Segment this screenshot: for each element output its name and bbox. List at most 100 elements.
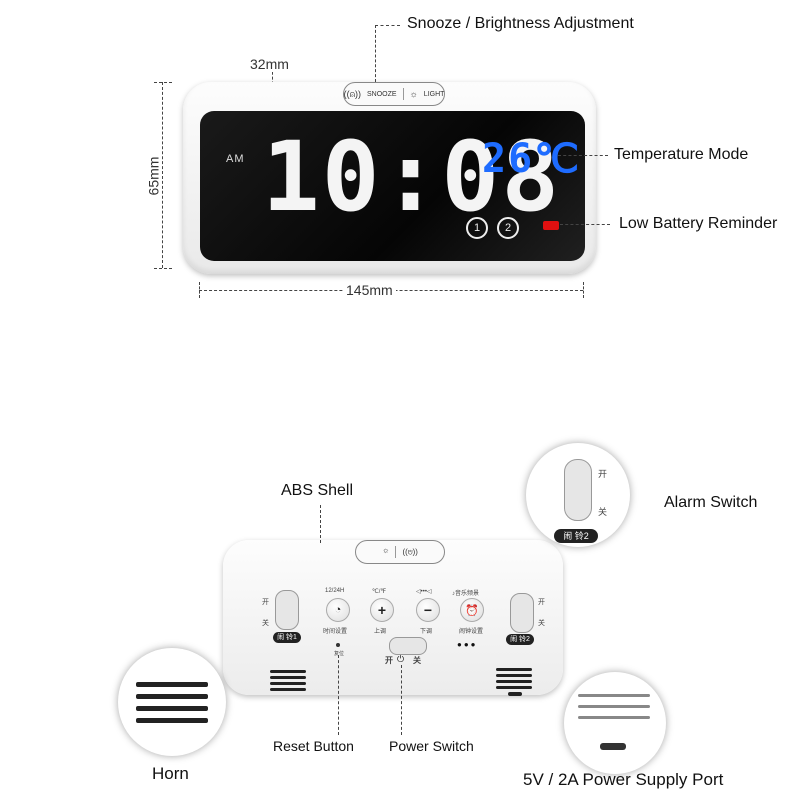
indicator-dots: ●●● bbox=[457, 640, 478, 649]
alarm-switch-zoom: 开 关 闹 铃2 bbox=[526, 443, 630, 547]
power-icon: ⏻ bbox=[397, 654, 405, 664]
snooze-label: SNOOZE bbox=[366, 90, 397, 98]
grille-slot bbox=[496, 668, 532, 671]
width-dim-tick-right bbox=[583, 282, 584, 298]
btn-alarm-top-label: ♪音乐频景 bbox=[452, 591, 480, 597]
display-screen bbox=[200, 111, 585, 261]
abs-leader-line bbox=[320, 505, 321, 543]
width-dimension: 145mm bbox=[343, 282, 396, 298]
reset-hole[interactable] bbox=[336, 643, 340, 647]
button-divider-back bbox=[395, 546, 397, 558]
btn-plus-sub-label: 上调 bbox=[374, 629, 387, 635]
height-dim-tick-top bbox=[154, 82, 172, 83]
zoom-port-grille-slot bbox=[578, 716, 650, 719]
light-label: LIGHT bbox=[423, 90, 445, 98]
snooze-leader-line-h bbox=[375, 25, 400, 26]
switch1-off-label: 关 bbox=[262, 620, 269, 627]
speaker-grille-right bbox=[496, 668, 532, 690]
depth-dimension: 32mm bbox=[247, 56, 292, 72]
alarm-2-icon: 2 bbox=[497, 217, 519, 239]
abs-shell-callout: ABS Shell bbox=[281, 482, 354, 499]
alarm-2-label: 闹 铃2 bbox=[506, 634, 534, 645]
button-divider bbox=[402, 88, 404, 100]
zoom-alarm-switch bbox=[564, 459, 592, 521]
alarm-2-number: 2 bbox=[504, 222, 512, 234]
alarm-1-number: 1 bbox=[473, 222, 481, 234]
time-display: 10:08 bbox=[262, 121, 561, 233]
alarm-set-button[interactable]: ⏰ bbox=[460, 598, 484, 622]
grille-slot bbox=[270, 670, 306, 673]
height-dimension: 65mm bbox=[145, 153, 162, 199]
grille-slot bbox=[270, 682, 306, 685]
zoom-switch-off-label: 关 bbox=[598, 507, 608, 517]
low-battery-icon bbox=[543, 221, 559, 230]
low-battery-callout: Low Battery Reminder bbox=[619, 215, 778, 232]
temperature-display: 26℃ bbox=[482, 136, 582, 182]
clock-icon: ◔ bbox=[334, 604, 342, 616]
power-switch-callout: Power Switch bbox=[389, 738, 474, 754]
zoom-switch-on-label: 开 bbox=[598, 469, 608, 479]
alarm-switch-callout: Alarm Switch bbox=[664, 494, 758, 511]
plus-button[interactable]: + bbox=[370, 598, 394, 622]
alarm-1-switch[interactable] bbox=[275, 590, 299, 630]
speaker-grille-left bbox=[270, 670, 306, 692]
grille-slot bbox=[496, 680, 532, 683]
btn-12-24-sub-label: 时间设置 bbox=[323, 629, 348, 635]
alarm-2-switch[interactable] bbox=[510, 593, 534, 633]
zoom-grille-slot bbox=[136, 718, 208, 723]
zoom-grille-slot bbox=[136, 706, 208, 711]
grille-slot bbox=[496, 686, 532, 689]
battery-leader-line bbox=[560, 224, 610, 225]
bell-icon: ((⍝)) bbox=[343, 88, 361, 99]
plus-icon: + bbox=[377, 602, 387, 618]
height-dim-line bbox=[162, 82, 163, 268]
switch1-on-label: 开 bbox=[262, 599, 269, 606]
btn-minus-top-label: ◁•••◁ bbox=[416, 589, 432, 595]
btn-12-24-top-label: 12/24H bbox=[325, 588, 345, 594]
temperature-leader-line bbox=[558, 155, 608, 156]
power-leader-line bbox=[401, 665, 402, 735]
power-off-label: 关 bbox=[413, 656, 421, 665]
alarm-1-icon: 1 bbox=[466, 217, 488, 239]
snooze-leader-line bbox=[375, 25, 376, 82]
reset-callout: Reset Button bbox=[273, 738, 354, 754]
switch2-off-label: 关 bbox=[538, 620, 545, 627]
horn-zoom bbox=[118, 648, 226, 756]
usb-port-small bbox=[508, 692, 522, 696]
grille-slot bbox=[270, 676, 306, 679]
switch2-on-label: 开 bbox=[538, 599, 545, 606]
zoom-grille-slot bbox=[136, 694, 208, 699]
grille-slot bbox=[270, 688, 306, 691]
btn-minus-sub-label: 下调 bbox=[420, 629, 433, 635]
zoom-port-grille-slot bbox=[578, 705, 650, 708]
zoom-alarm-2-label: 闹 铃2 bbox=[554, 529, 598, 543]
reset-leader-line bbox=[338, 655, 339, 735]
bell-icon-back: ((⍝)) bbox=[402, 548, 418, 557]
grille-slot bbox=[496, 674, 532, 677]
sun-icon: ☼ bbox=[409, 89, 418, 99]
horn-callout: Horn bbox=[152, 764, 189, 783]
btn-alarm-sub-label: 闹钟设置 bbox=[459, 629, 484, 635]
minus-button[interactable]: − bbox=[416, 598, 440, 622]
time-set-button[interactable]: ◔ bbox=[326, 598, 350, 622]
btn-plus-top-label: ℃/℉ bbox=[372, 589, 387, 595]
am-indicator: AM bbox=[226, 153, 245, 165]
power-on-label: 开 bbox=[385, 656, 393, 665]
temperature-callout: Temperature Mode bbox=[614, 146, 749, 163]
snooze-light-button[interactable]: ((⍝)) SNOOZE ☼ LIGHT bbox=[343, 82, 445, 106]
snooze-callout: Snooze / Brightness Adjustment bbox=[407, 15, 634, 32]
alarm-1-label: 闹 铃1 bbox=[273, 632, 301, 643]
back-top-button[interactable]: ((⍝)) ☼ bbox=[355, 540, 445, 564]
sun-icon-back: ☼ bbox=[382, 547, 390, 557]
power-port-zoom bbox=[564, 672, 666, 774]
alarm-clock-icon: ⏰ bbox=[465, 604, 479, 617]
power-port-callout: 5V / 2A Power Supply Port bbox=[523, 770, 724, 789]
zoom-port-grille-slot bbox=[578, 694, 650, 697]
reset-label: 复位 bbox=[334, 651, 345, 657]
zoom-grille-slot bbox=[136, 682, 208, 687]
height-dim-tick-bottom bbox=[154, 268, 172, 269]
width-dim-tick-left bbox=[199, 282, 200, 298]
minus-icon: − bbox=[423, 602, 433, 618]
usb-port-icon bbox=[600, 743, 626, 750]
power-switch[interactable] bbox=[389, 637, 427, 655]
